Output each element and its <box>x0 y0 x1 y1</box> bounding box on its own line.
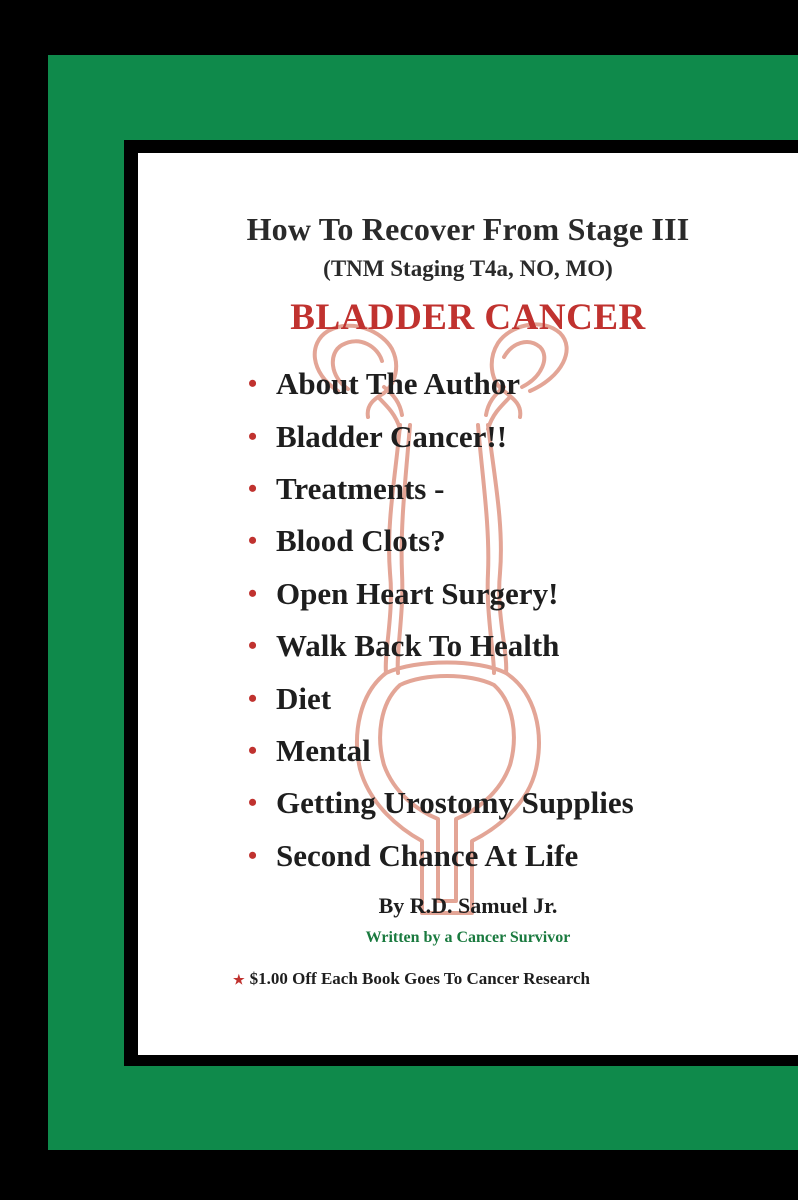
list-item: • Blood Clots? <box>248 515 634 567</box>
topic-label: Second Chance At Life <box>276 837 579 873</box>
list-item: • Walk Back To Health <box>248 620 634 672</box>
topic-label: Treatments - <box>276 470 445 506</box>
bullet-icon: • <box>248 421 258 451</box>
list-item: • Bladder Cancer!! <box>248 410 634 462</box>
topic-label: Diet <box>276 680 332 716</box>
list-item: • About The Author <box>248 358 634 410</box>
list-item: • Treatments - <box>248 463 634 515</box>
bullet-icon: • <box>248 578 258 608</box>
bullet-icon: • <box>248 735 258 765</box>
urinary-tract-illustration <box>312 322 569 915</box>
star-icon: ★ <box>233 972 245 987</box>
topic-label: Open Heart Surgery! <box>276 575 559 611</box>
book-headline: BLADDER CANCER <box>290 297 646 338</box>
book-subtitle: (TNM Staging T4a, NO, MO) <box>323 256 613 281</box>
bullet-icon: • <box>248 683 258 713</box>
bullet-icon: • <box>248 631 258 661</box>
bullet-icon: • <box>248 369 258 399</box>
bullet-icon: • <box>248 473 258 503</box>
list-item: • Second Chance At Life <box>248 830 634 882</box>
list-item: • Mental <box>248 725 634 777</box>
topic-label: Getting Urostomy Supplies <box>276 785 634 821</box>
book-title: How To Recover From Stage III <box>246 211 690 247</box>
donation-text: $1.00 Off Each Book Goes To Cancer Resea… <box>249 969 590 988</box>
topic-list: • About The Author • Bladder Cancer!! • Tre… <box>248 358 634 882</box>
bullet-icon: • <box>248 526 258 556</box>
topic-label: Bladder Cancer!! <box>276 418 508 454</box>
donation-note: ★ $1.00 Off Each Book Goes To Cancer Rese… <box>233 969 590 989</box>
list-item: • Diet <box>248 672 634 724</box>
survivor-tagline: Written by a Cancer Survivor <box>365 929 571 946</box>
cover-panel: How To Recover From Stage III (TNM Stagi… <box>138 153 798 1055</box>
topic-label: Walk Back To Health <box>276 628 560 664</box>
topic-label: About The Author <box>276 366 521 402</box>
list-item: • Getting Urostomy Supplies <box>248 777 634 829</box>
topic-label: Mental <box>276 732 371 768</box>
topic-label: Blood Clots? <box>276 523 446 559</box>
bullet-icon: • <box>248 788 258 818</box>
bullet-icon: • <box>248 840 258 870</box>
author-line: By R.D. Samuel Jr. <box>378 893 558 918</box>
list-item: • Open Heart Surgery! <box>248 568 634 620</box>
